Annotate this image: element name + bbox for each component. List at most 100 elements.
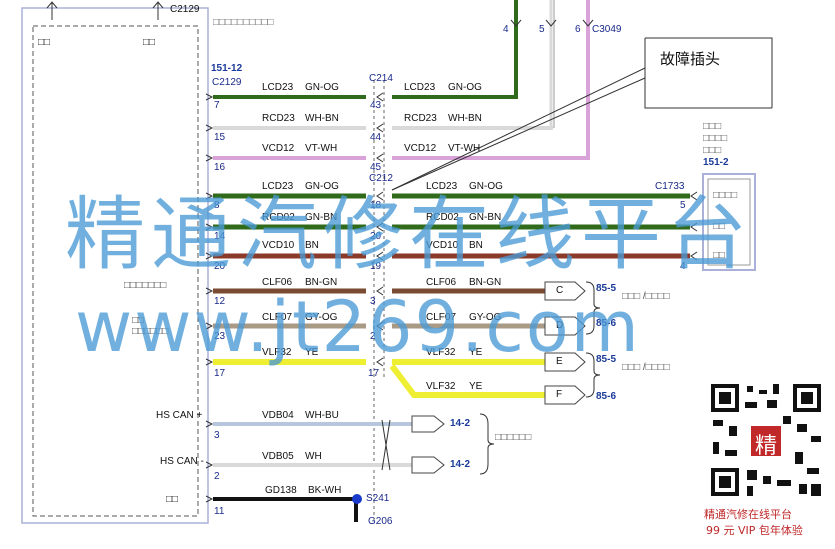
connector-c3049: C3049	[592, 24, 622, 35]
pin-mid: 18	[370, 200, 382, 211]
circuit-right: CLF06	[426, 277, 457, 288]
circuit-left: GD138	[265, 485, 297, 496]
watermark-line-2: www.jt269.com	[75, 286, 641, 368]
qr-code[interactable]: 精	[707, 380, 825, 500]
ref-85-5-b: 85-5	[596, 354, 617, 365]
module-header: □□□□□□□□□□	[213, 17, 274, 28]
circuit-right: LCD23	[426, 181, 458, 192]
pin-left: 20	[214, 261, 226, 272]
circuit-right: VLF32	[426, 347, 456, 358]
wire-color-left: VT-WH	[305, 143, 338, 154]
pin-left: 8	[214, 200, 220, 211]
ref-85-5-a: 85-5	[596, 283, 617, 294]
pin-left: 17	[214, 368, 226, 379]
right-connector-title-2: □□□□	[703, 133, 728, 144]
pin-left: 7	[214, 100, 220, 111]
callout-text: 故障插头	[660, 51, 721, 68]
pin-mid: 3	[370, 296, 376, 307]
pin-left: 12	[214, 296, 226, 307]
dest-ref: 14-2	[450, 418, 471, 429]
circuit-left: RCD23	[262, 113, 295, 124]
right-connector-slot-3: □□	[713, 250, 726, 261]
wire-color-left: BN-GN	[305, 277, 338, 288]
watermark-line-1: 精通汽修在线平台	[65, 188, 753, 281]
circuit-left: RCD02	[262, 212, 295, 223]
connector-c214: C214	[369, 73, 393, 84]
ref-note-1: □□□ /□□□□	[622, 291, 670, 302]
ref-note-2: □□□ /□□□□	[622, 362, 670, 373]
module-ref: 151-12	[211, 63, 243, 74]
splice-ref: S241	[366, 493, 390, 504]
wire-color-right: GN-OG	[448, 82, 482, 93]
right-connector-title-1: □□□	[703, 121, 722, 132]
circuit-left: LCD23	[262, 181, 294, 192]
right-connector-id: C1733	[655, 181, 685, 192]
circuit-right: RCD02	[426, 212, 459, 223]
right-connector-title-3: □□□	[703, 145, 722, 156]
qr-center-logo: 精	[754, 434, 777, 459]
wire-color-left: GN-BN	[305, 212, 338, 223]
pin-left: 3	[214, 430, 220, 441]
module-corner-left: □□	[38, 37, 51, 48]
module-corner-right: □□	[143, 37, 156, 48]
wire-color-right: YE	[469, 381, 483, 392]
top-pin-4: 4	[503, 24, 509, 35]
right-connector-slot-1: □□□□	[713, 190, 738, 201]
module-side-label-1: □□□□□□□	[124, 280, 167, 291]
pin-right: 4	[680, 261, 686, 272]
pin-right: 5	[680, 200, 686, 211]
module-inner-dashed	[32, 25, 199, 517]
ground-label: □□	[166, 494, 179, 505]
pin-mid: 20	[370, 231, 382, 242]
ref-85-6-b: 85-6	[596, 391, 617, 402]
wire-color-right: GN-OG	[469, 181, 503, 192]
wire-color-left: YE	[305, 347, 319, 358]
pin-mid: 44	[370, 132, 382, 143]
right-connector-slot-2: □□	[713, 221, 726, 232]
module-connector: C2129	[212, 77, 242, 88]
promo-line-2: 99 元 VIP 包年体验	[706, 524, 803, 537]
wire-color-right: WH-BN	[448, 113, 482, 124]
ref-85-6-a: 85-6	[596, 318, 617, 329]
promo-line-1: 精通汽修在线平台	[704, 508, 792, 521]
circuit-right: RCD23	[404, 113, 437, 124]
hs-can-plus-label: HS CAN +	[156, 410, 203, 421]
pin-mid: 45	[370, 162, 382, 173]
dest-letter: F	[556, 389, 563, 400]
ground-ref: G206	[368, 516, 393, 527]
dest-letter: E	[556, 356, 563, 367]
wire-color-right: GY-OG	[469, 312, 502, 323]
top-pin-6: 6	[575, 24, 581, 35]
can-note: □□□□□□	[495, 432, 532, 443]
wire-color-right: BN	[469, 240, 483, 251]
pin-mid: 2	[370, 331, 376, 342]
circuit-left: CLF07	[262, 312, 293, 323]
wire-color-right: YE	[469, 347, 483, 358]
pin-mid: 17	[368, 368, 380, 379]
circuit-left: VCD10	[262, 240, 295, 251]
circuit-right: VCD10	[426, 240, 459, 251]
wire-color-left: WH-BN	[305, 113, 339, 124]
dest-letter: D	[556, 320, 564, 331]
circuit-left: CLF06	[262, 277, 293, 288]
circuit-right: CLF07	[426, 312, 457, 323]
circuit-left: VDB04	[262, 410, 294, 421]
circuit-left: VDB05	[262, 451, 294, 462]
right-connector-ref: 151-2	[703, 157, 729, 168]
top-connector-ref: C2129	[170, 4, 200, 15]
pin-left: 23	[214, 331, 226, 342]
module-outline	[21, 7, 209, 524]
pin-left: 15	[214, 132, 226, 143]
wire-color-left: BK-WH	[308, 485, 342, 496]
circuit-left: VLF32	[262, 347, 292, 358]
circuit-right: VLF32	[426, 381, 456, 392]
circuit-left: VCD12	[262, 143, 295, 154]
wire-color-left: WH	[305, 451, 322, 462]
pin-left: 16	[214, 162, 226, 173]
pin-left: 11	[214, 506, 225, 517]
circuit-right: LCD23	[404, 82, 436, 93]
pin-left: 14	[214, 231, 226, 242]
hs-can-minus-label: HS CAN -	[160, 456, 204, 467]
module-side-label-3: □□□□□□	[132, 326, 169, 337]
